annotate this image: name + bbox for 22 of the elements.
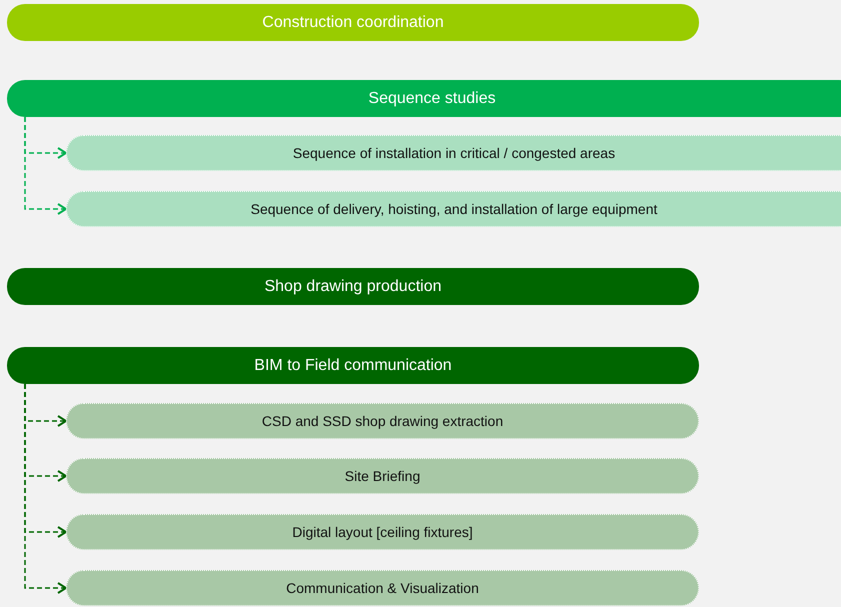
node-text: Sequence studies (368, 90, 496, 108)
node-text: CSD and SSD shop drawing extraction (262, 413, 504, 429)
task-box (66, 458, 699, 494)
node-text: Shop drawing production (264, 278, 442, 296)
node-text: Sequence of installation in critical / congested areas (292, 145, 616, 161)
category-bar (7, 347, 699, 384)
dashed-arrow (24, 384, 67, 594)
category-bar (7, 268, 699, 305)
node-text: Digital layout [ceiling fixtures] (292, 524, 473, 540)
task-box (66, 403, 699, 439)
category-bar (7, 80, 841, 117)
task-box (66, 514, 699, 550)
task-box (66, 570, 699, 606)
node-text: Construction coordination (262, 14, 444, 32)
node-text: Communication & Visualization (286, 580, 479, 596)
node-text: Sequence of delivery, hoisting, and installation of large equipment (250, 201, 658, 217)
category-bar (7, 4, 699, 41)
task-box (66, 135, 841, 171)
dashed-arrow (24, 117, 67, 215)
task-box (66, 191, 841, 227)
node-text: Site Briefing (344, 468, 420, 484)
node-text: BIM to Field communication (254, 356, 452, 374)
